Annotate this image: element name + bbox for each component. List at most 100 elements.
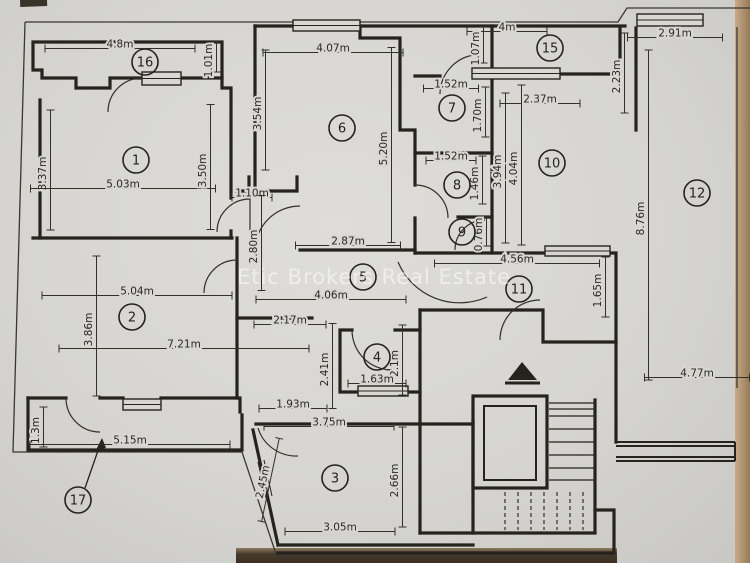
dimension-1.01m: 1.01m [201, 41, 221, 79]
dimension-text: 1.93m [276, 399, 310, 411]
room-circle-1: 1 [122, 146, 150, 174]
dimension-2.37m: 2.37m [499, 92, 581, 108]
room-number: 2 [128, 311, 136, 326]
dimension-3.50m: 3.50m [195, 104, 215, 230]
dimension-text: 7.21m [167, 339, 201, 351]
room-number: 3 [331, 472, 339, 487]
dimension-3.54m: 3.54m [250, 49, 270, 171]
dimension-text: 4.77m [680, 368, 714, 380]
dimension-1.52m: 1.52m [423, 77, 479, 93]
dimension-text: 1.65m [592, 274, 604, 308]
dimension-4.07m: 4.07m [262, 41, 404, 57]
dimension-text: 4.04m [508, 152, 520, 186]
stair-lower-flight [504, 492, 584, 530]
dimension-4m: 4m [466, 20, 548, 36]
dimension-text: 1.70m [472, 99, 484, 133]
dimension-2.41m: 2.41m [317, 323, 337, 409]
dimension-text: 4m [499, 22, 516, 34]
room-number: 10 [544, 157, 561, 172]
dimension-text: 3.50m [197, 154, 209, 188]
dimension-text: 3.94m [492, 155, 504, 189]
scan-mark [20, 0, 48, 7]
dimension-text: 5.15m [113, 435, 147, 447]
dimension-4.8m: 4.8m [44, 37, 196, 53]
room-circle-7: 7 [438, 94, 466, 122]
dimension-text: 2.23m [611, 60, 623, 94]
room-circle-3: 3 [321, 464, 349, 492]
room-number: 15 [542, 42, 559, 57]
dimension-1.07m: 1.07m [468, 26, 488, 67]
dimension-2.23m: 2.23m [609, 32, 629, 114]
dimension-text: 3.05m [323, 522, 357, 534]
dimension-2.17m: 2.17m [253, 313, 327, 329]
dimension-7.21m: 7.21m [58, 337, 310, 353]
dimension-2.80m: 2.80m [246, 195, 266, 291]
staircase [471, 394, 595, 530]
room-circle-17: 17 [64, 486, 92, 514]
room-number: 16 [137, 56, 154, 71]
dimension-2.87m: 2.87m [295, 234, 401, 250]
dimension-1.46m: 1.46m [467, 155, 487, 205]
dimension-text: 2.91m [658, 28, 692, 40]
dimension-labels: 4.8m 1.01m 4.07m 4m 1.07m 2.91m 2.23m 1.52m 2.37… [28, 20, 750, 536]
dimension-1.52m: 1.52m [425, 149, 477, 165]
dimension-1.93m: 1.93m [258, 397, 328, 413]
doors [65, 54, 541, 457]
dimension-0.76m: 0.76m [471, 215, 491, 253]
dimension-text: 2.17m [273, 315, 307, 327]
stair-treads [549, 402, 595, 481]
walls [26, 24, 736, 555]
room-number: 1 [132, 154, 140, 169]
dimension-text: 2.66m [389, 464, 401, 498]
dimension-text: 2.37m [523, 94, 557, 106]
dimension-1.10m: 1.10m [231, 186, 273, 202]
dimension-text: 1.52m [434, 151, 468, 163]
dimension-8.76m: 8.76m [633, 49, 653, 381]
room-circle-16: 16 [131, 48, 159, 76]
dimension-3.86m: 3.86m [81, 255, 101, 397]
dimension-text: 3.86m [83, 313, 95, 347]
room-circle-2: 2 [118, 303, 146, 331]
dimension-1.70m: 1.70m [470, 86, 490, 138]
room-circle-9: 9 [448, 218, 476, 246]
dimension-text: 1.01m [203, 44, 215, 78]
dimension-1.3m: 1.3m [28, 406, 48, 448]
dimension-text: 4.8m [107, 39, 134, 51]
room-number: 11 [511, 283, 528, 298]
dimension-3.37m: 3.37m [35, 109, 55, 231]
dimension-text: 2.87m [331, 236, 365, 248]
dimension-text: 5.03m [106, 179, 140, 191]
dimension-text: 4.06m [314, 290, 348, 302]
dimension-4.06m: 4.06m [255, 288, 407, 304]
dimension-text: 4.56m [500, 254, 534, 266]
dimension-5.20m: 5.20m [376, 47, 396, 243]
dimension-text: 1.46m [469, 167, 481, 201]
dimension-text: 3.54m [252, 97, 264, 131]
dimension-4.77m: 4.77m [644, 366, 750, 382]
dimension-1.63m: 1.63m [347, 372, 407, 388]
dimension-4.56m: 4.56m [434, 252, 600, 268]
room-circle-10: 10 [538, 149, 566, 177]
dimension-3.94m: 3.94m [490, 92, 510, 244]
room-circle-6: 6 [328, 114, 356, 142]
dimension-text: 2.41m [319, 353, 331, 387]
dimension-text: 3.75m [312, 417, 346, 429]
room17-leader [84, 438, 106, 489]
dimension-text: 0.76m [473, 218, 485, 252]
dimension-text: 5.20m [378, 132, 390, 166]
dimension-5.04m: 5.04m [41, 284, 233, 300]
paper-shadow [236, 548, 617, 563]
room-circle-15: 15 [536, 34, 564, 62]
dimension-2.66m: 2.66m [387, 426, 407, 528]
room-circle-5: 5 [349, 263, 377, 291]
room-number: 4 [373, 351, 381, 366]
room-circle-12: 12 [683, 179, 711, 207]
dimension-4.04m: 4.04m [506, 84, 526, 246]
room-circle-11: 11 [505, 275, 533, 303]
dimension-text: 1.07m [470, 32, 482, 66]
room-number: 9 [458, 226, 466, 241]
dimension-text: 1.10m [235, 188, 269, 200]
dimension-5.15m: 5.15m [29, 433, 231, 449]
dimension-text: 4.07m [316, 43, 350, 55]
